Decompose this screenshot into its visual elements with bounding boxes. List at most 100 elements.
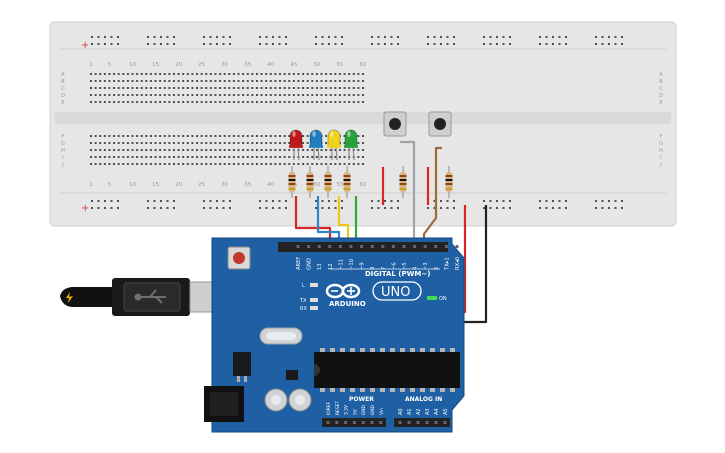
header-pin[interactable] <box>352 421 356 424</box>
rail-hole[interactable] <box>285 207 287 209</box>
rail-hole[interactable] <box>377 200 380 202</box>
header-pin[interactable] <box>434 245 438 248</box>
breadboard-hole[interactable] <box>274 94 277 96</box>
breadboard-hole[interactable] <box>329 94 332 96</box>
breadboard-hole[interactable] <box>163 87 166 89</box>
breadboard-hole[interactable] <box>113 94 116 96</box>
breadboard-hole[interactable] <box>205 135 208 137</box>
breadboard-hole[interactable] <box>320 80 323 82</box>
rail-hole[interactable] <box>321 200 324 202</box>
breadboard-hole[interactable] <box>251 87 254 89</box>
breadboard-hole[interactable] <box>283 163 286 165</box>
breadboard-hole[interactable] <box>279 142 282 144</box>
breadboard-hole[interactable] <box>302 135 305 137</box>
rail-hole[interactable] <box>341 43 343 45</box>
breadboard-hole[interactable] <box>136 87 139 89</box>
breadboard-hole[interactable] <box>219 135 222 137</box>
breadboard-hole[interactable] <box>103 163 106 165</box>
breadboard-hole[interactable] <box>159 149 162 151</box>
rail-hole[interactable] <box>259 43 261 45</box>
breadboard-hole[interactable] <box>237 73 240 75</box>
breadboard-hole[interactable] <box>357 163 360 165</box>
breadboard-hole[interactable] <box>200 101 203 103</box>
header-pin[interactable] <box>317 245 321 248</box>
rail-hole[interactable] <box>229 207 231 209</box>
breadboard-hole[interactable] <box>182 156 185 158</box>
rail-hole[interactable] <box>565 200 567 202</box>
wire-yellow-led[interactable] <box>337 196 350 244</box>
breadboard-hole[interactable] <box>172 163 175 165</box>
breadboard-hole[interactable] <box>214 87 217 89</box>
wire-brown-button[interactable] <box>422 146 442 244</box>
breadboard-hole[interactable] <box>348 163 351 165</box>
rail-hole[interactable] <box>222 36 225 38</box>
breadboard-hole[interactable] <box>205 80 208 82</box>
breadboard-hole[interactable] <box>196 80 199 82</box>
rail-hole[interactable] <box>265 207 268 209</box>
breadboard-hole[interactable] <box>126 87 129 89</box>
breadboard-hole[interactable] <box>338 101 341 103</box>
breadboard-hole[interactable] <box>168 101 171 103</box>
breadboard-hole[interactable] <box>306 101 309 103</box>
breadboard-hole[interactable] <box>279 149 282 151</box>
breadboard-hole[interactable] <box>269 101 272 103</box>
breadboard-hole[interactable] <box>140 80 143 82</box>
breadboard-hole[interactable] <box>334 149 337 151</box>
breadboard-hole[interactable] <box>343 149 346 151</box>
rail-hole[interactable] <box>453 207 455 209</box>
breadboard-hole[interactable] <box>279 135 282 137</box>
rail-hole[interactable] <box>377 207 380 209</box>
rail-hole[interactable] <box>315 200 317 202</box>
breadboard-hole[interactable] <box>214 149 217 151</box>
breadboard-hole[interactable] <box>320 73 323 75</box>
header-pin[interactable] <box>349 245 353 248</box>
breadboard-hole[interactable] <box>214 80 217 82</box>
rail-hole[interactable] <box>489 36 492 38</box>
breadboard-hole[interactable] <box>279 156 282 158</box>
rail-hole[interactable] <box>371 200 373 202</box>
breadboard-hole[interactable] <box>320 163 323 165</box>
breadboard-hole[interactable] <box>196 94 199 96</box>
breadboard-hole[interactable] <box>302 87 305 89</box>
breadboard-hole[interactable] <box>306 142 309 144</box>
rail-hole[interactable] <box>433 207 436 209</box>
breadboard-hole[interactable] <box>228 94 231 96</box>
rail-hole[interactable] <box>160 36 162 38</box>
rail-hole[interactable] <box>371 207 373 209</box>
rail-hole[interactable] <box>110 207 113 209</box>
breadboard-hole[interactable] <box>302 156 305 158</box>
breadboard-hole[interactable] <box>361 135 364 137</box>
rail-hole[interactable] <box>160 200 162 202</box>
breadboard-hole[interactable] <box>311 94 314 96</box>
breadboard-hole[interactable] <box>182 73 185 75</box>
rail-hole[interactable] <box>371 43 373 45</box>
breadboard-hole[interactable] <box>255 73 258 75</box>
breadboard-hole[interactable] <box>149 156 152 158</box>
breadboard-hole[interactable] <box>99 163 102 165</box>
breadboard-hole[interactable] <box>136 163 139 165</box>
breadboard-hole[interactable] <box>99 94 102 96</box>
breadboard-hole[interactable] <box>136 94 139 96</box>
breadboard-hole[interactable] <box>182 149 185 151</box>
breadboard-hole[interactable] <box>140 87 143 89</box>
breadboard-hole[interactable] <box>302 73 305 75</box>
breadboard-hole[interactable] <box>177 156 180 158</box>
breadboard-hole[interactable] <box>361 149 364 151</box>
breadboard-hole[interactable] <box>172 149 175 151</box>
rail-hole[interactable] <box>341 36 343 38</box>
rail-hole[interactable] <box>440 43 442 45</box>
rail-hole[interactable] <box>259 207 261 209</box>
breadboard-hole[interactable] <box>279 101 282 103</box>
breadboard-hole[interactable] <box>343 73 346 75</box>
breadboard-hole[interactable] <box>325 163 328 165</box>
breadboard-hole[interactable] <box>329 101 332 103</box>
breadboard-hole[interactable] <box>182 94 185 96</box>
breadboard-hole[interactable] <box>232 80 235 82</box>
breadboard-hole[interactable] <box>325 73 328 75</box>
breadboard-hole[interactable] <box>292 101 295 103</box>
breadboard-hole[interactable] <box>99 149 102 151</box>
breadboard-hole[interactable] <box>200 156 203 158</box>
breadboard-hole[interactable] <box>260 87 263 89</box>
breadboard-hole[interactable] <box>196 142 199 144</box>
rail-hole[interactable] <box>565 36 567 38</box>
